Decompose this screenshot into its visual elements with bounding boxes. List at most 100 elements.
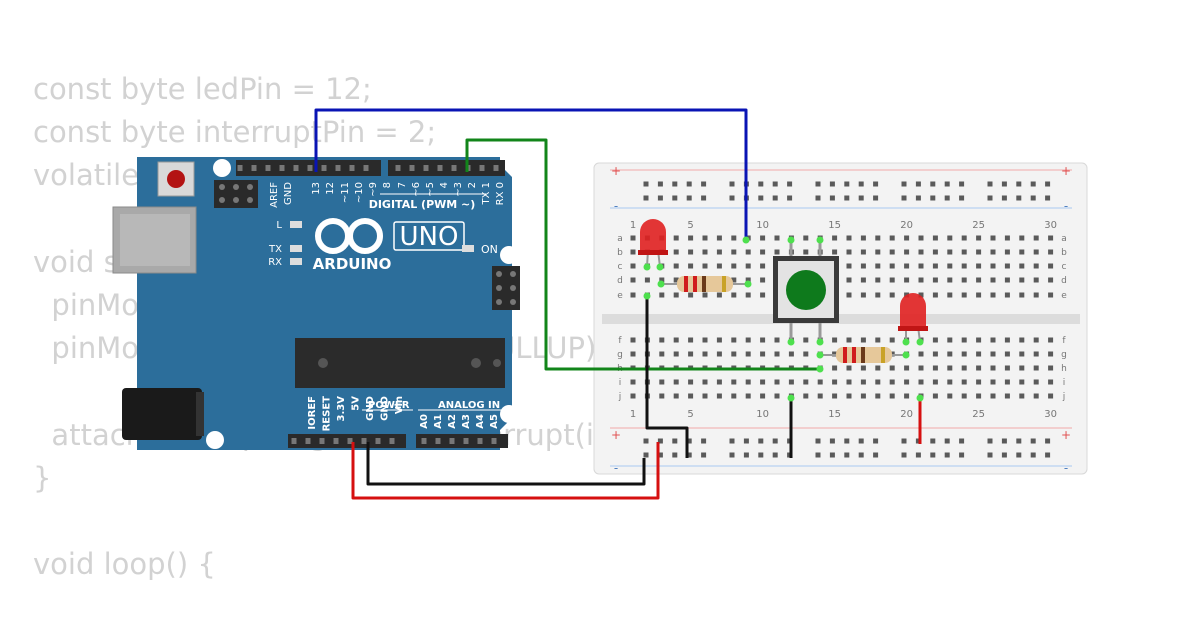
led-rx — [290, 258, 302, 265]
connection-point — [744, 280, 752, 288]
pin-label: RX 0 — [495, 182, 506, 205]
connection-point — [902, 351, 910, 359]
led-tx — [290, 245, 302, 252]
power-header[interactable] — [288, 434, 406, 448]
wire-5v-to-rail[interactable] — [351, 442, 660, 500]
breadboard-column-label: 20 — [900, 409, 913, 420]
led-2[interactable] — [898, 293, 928, 343]
pin-label: A5 — [489, 414, 500, 429]
pin-label: ~3 — [453, 182, 464, 197]
connection-point — [787, 236, 795, 244]
rail-polarity-label: + — [611, 164, 621, 178]
breadboard-column-label: 1 — [630, 220, 636, 231]
icsp-header — [214, 180, 258, 208]
connection-point — [643, 292, 651, 300]
power-jack — [122, 388, 202, 440]
led-l-label: L — [276, 220, 282, 231]
pin-label: GND — [380, 396, 391, 421]
pin-label: 5V — [351, 396, 362, 411]
wire-pin12-to-breadboard[interactable] — [314, 108, 748, 240]
pin-label: AREF — [269, 182, 280, 208]
connection-point — [657, 280, 665, 288]
wire-gnd-led1[interactable] — [645, 296, 689, 458]
breadboard-row-label: b — [617, 248, 623, 258]
analog-header-label: ANALOG IN — [438, 400, 500, 411]
rail-polarity-label: + — [611, 428, 621, 442]
pin-label: 13 — [311, 182, 322, 195]
arduino-brand: ARDUINO — [313, 255, 392, 273]
led-on — [462, 245, 474, 252]
resistor-2[interactable] — [820, 347, 906, 363]
connection-point — [787, 338, 795, 346]
connection-point — [816, 338, 824, 346]
breadboard-column-label: 5 — [687, 409, 693, 420]
pin-label: ~9 — [368, 182, 379, 197]
breadboard-row-label: h — [1061, 364, 1067, 374]
breadboard-row-label: c — [618, 262, 623, 272]
breadboard-row-label: g — [1061, 350, 1067, 360]
digital-header[interactable] — [236, 160, 505, 176]
breadboard-column-label: 10 — [756, 409, 769, 420]
wire-gnd-to-rail[interactable] — [366, 442, 646, 486]
pin-label: GND — [283, 182, 294, 205]
rail-polarity-label: + — [1061, 428, 1071, 442]
pin-label: Vin — [394, 396, 405, 414]
rail-polarity-label: - — [614, 199, 618, 213]
icsp-header-2 — [492, 266, 520, 310]
led-rx-label: RX — [268, 257, 282, 268]
breadboard-row-label: i — [1063, 378, 1066, 388]
pin-label: ~6 — [411, 182, 422, 197]
connection-point — [916, 338, 924, 346]
breadboard-row-label: e — [617, 291, 623, 301]
breadboard-column-label: 30 — [1044, 220, 1057, 231]
pin-label: RESET — [322, 396, 333, 432]
breadboard-row-label: e — [1061, 291, 1067, 301]
wire-endpoints — [643, 236, 924, 402]
pushbutton-cap[interactable] — [786, 270, 826, 310]
connection-point — [742, 236, 750, 244]
reset-button-cap[interactable] — [167, 170, 185, 188]
breadboard-column-label: 5 — [687, 220, 693, 231]
connection-point — [643, 263, 651, 271]
led-on-label: ON — [481, 243, 498, 256]
mount-hole — [213, 159, 231, 177]
connection-point — [816, 365, 824, 373]
breadboard-column-label: 30 — [1044, 409, 1057, 420]
mount-hole — [206, 431, 224, 449]
pin-label: ~5 — [425, 182, 436, 197]
code-line: const byte ledPin = 12; — [33, 72, 372, 106]
breadboard-row-label: f — [618, 336, 622, 346]
rail-polarity-label: - — [1064, 199, 1068, 213]
rail-polarity-label: + — [1061, 164, 1071, 178]
breadboard-row-label: i — [619, 378, 622, 388]
pin-label: 12 — [325, 182, 336, 195]
analog-header[interactable] — [416, 434, 508, 448]
connection-point — [916, 394, 924, 402]
pin-label: A0 — [419, 414, 430, 429]
connection-point — [787, 394, 795, 402]
breadboard-column-label: 10 — [756, 220, 769, 231]
pin-label: A2 — [447, 414, 458, 429]
wire-pin2-to-button[interactable] — [465, 138, 820, 371]
pin-label: 2 — [467, 182, 478, 188]
atmega-chip — [295, 338, 505, 388]
resistor-1[interactable] — [661, 276, 748, 292]
code-line: void loop() { — [33, 547, 216, 582]
pin-label: 4 — [439, 182, 450, 188]
connection-point — [816, 351, 824, 359]
uno-model-label: UNO — [400, 222, 459, 252]
rail-polarity-label: - — [1064, 461, 1068, 475]
digital-header-label: DIGITAL (PWM ~) — [369, 198, 476, 211]
pin-label: IOREF — [307, 396, 318, 430]
pin-label: 3.3V — [336, 396, 347, 422]
pin-label: A1 — [433, 414, 444, 429]
breadboard-column-label: 15 — [828, 409, 841, 420]
pushbutton[interactable] — [773, 240, 839, 342]
breadboard-column-label: 1 — [630, 409, 636, 420]
pin-label: 8 — [382, 182, 393, 188]
code-line: } — [33, 460, 52, 495]
pin-label: A3 — [461, 414, 472, 429]
